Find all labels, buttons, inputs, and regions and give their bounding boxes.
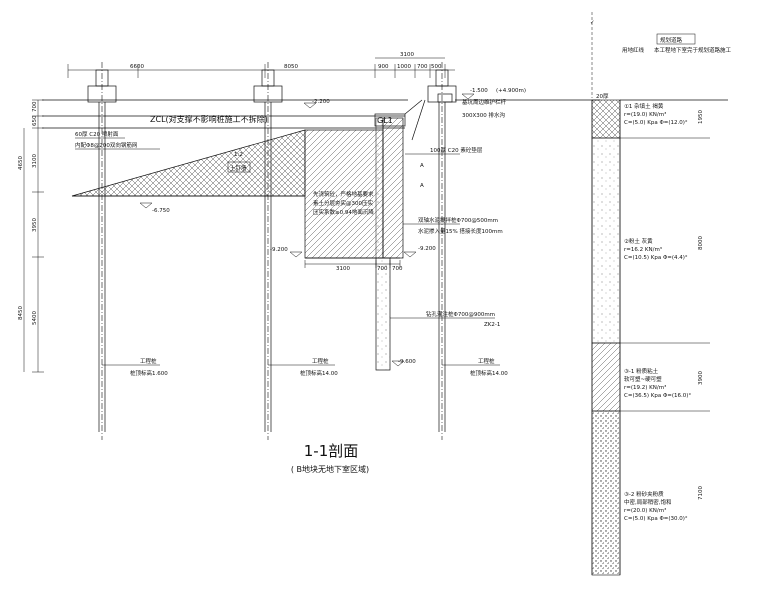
dim-700: 700 [417,64,428,70]
stratum-1-name: ①1 杂填土 褐黄 [624,102,664,110]
stratum-3-name: ③-1 粉质粘土 [624,367,659,375]
stratum-1-fill [591,99,621,139]
mixing-pile-wall [382,117,404,259]
backfill-block [304,129,384,259]
pile-b-length: 桩顶标高14.00 [300,369,338,377]
elev-9200-right: -9.200 [418,246,436,252]
gl1-label: GL1 [377,116,393,125]
pile-c-label: 工程桩 [478,357,495,365]
stratum-4-sub: 中密,局部稍密,饱和 [624,498,672,506]
section-subtitle: ( B地块无地下室区域) [291,464,369,474]
stratum-2-thk: 8000 [698,236,704,250]
elev-9200-left: -9.200 [270,247,288,253]
pile-left [87,62,117,440]
road-box-label: 规划道路 [660,36,683,44]
pile-b-label: 工程桩 [312,357,329,365]
wall-top-slope [404,99,423,115]
section-mark-a2: A [420,183,424,189]
mesh-label: 60厚 C20 喷射面 [75,130,119,138]
slope-ratio: 1:2 [234,152,243,158]
bored-pile [375,257,391,371]
stratum-1-gamma: r=(19.0) KN/m³ [624,111,666,118]
dim-8050: 8050 [284,64,298,70]
dim-5400-left: 5400 [32,311,38,325]
stratum-4-fill [591,410,621,576]
dim-500: 500 [431,64,442,70]
bottom-dims: 3100 700 700 [304,260,403,272]
stratum-1-thk: 1950 [698,110,704,124]
svg-text:✓: ✓ [590,20,595,26]
road-note: 本工程地下室完于规划道路施工 [654,46,732,54]
retaining-slope [411,99,426,141]
elevation-markers: -2.200 -1.500 (+4.900m) -6.750 -9.200 -9… [139,88,526,367]
stratum-3-sub: 软可塑~硬可塑 [624,375,662,383]
dim-3950-left: 3950 [32,218,38,232]
cement-label: 水泥掺入量15% 搭接长度100mm [418,227,503,235]
stratum-3-fill [591,342,621,412]
stratum-3-c: C=(36.5) Kpa Φ=(16.0)° [624,393,691,399]
stratum-1-c: C=(5.0) Kpa Φ=(12.0)° [624,120,688,126]
elev-6750: -6.750 [152,208,170,214]
pile-c-length: 桩顶标高14.00 [470,369,508,377]
crown-beam-gl1 [374,113,406,127]
dim-8450-left: 8450 [18,306,24,320]
section-title: 1-1剖面 [304,442,359,460]
left-dimension-chain: 700 650 4650 3100 3950 8450 5400 [18,99,44,373]
dim-650-left: 650 [32,115,38,126]
stratum-3-thk: 3900 [698,371,704,385]
cushion-label: 100厚 C20 素砼垫层 [430,146,483,154]
drain-label: 300X300 排水沟 [462,111,506,119]
stratum-4-c: C=(5.0) Kpa Φ=(30.0)° [624,516,688,522]
elev-1500: -1.500 [470,88,488,94]
stratum-2-gamma: r=16.2 KN/m³ [624,246,662,253]
dim-3100-bottom: 3100 [336,266,350,272]
rebar-label: 内配Φ8@200双向钢筋网 [75,141,138,149]
annotations: ZCL(对支撑不影响桩施工不拆除) GL1 60厚 C20 喷射面 内配Φ8@2… [75,98,508,377]
dim-700-left: 700 [32,101,38,112]
redline-label: 用地红线 [622,46,645,54]
dim-700-a: 700 [377,266,388,272]
zcl-label: ZCL(对支撑不影响桩施工不拆除) [150,114,268,124]
stratum-2-c: C=(10.5) Kpa Φ=(4.4)° [624,255,688,261]
elev-9600: -9.600 [398,359,416,365]
stratum-4-thk: 7100 [698,486,704,500]
stratum-2-fill [591,137,621,344]
dim-3100-left: 3100 [32,154,38,168]
dim-1000: 1000 [397,64,411,70]
elev-2200: -2.200 [312,99,330,105]
fill-note-a: 先浇筑砼，严格地基要求 [313,190,374,198]
drain-ditch [437,93,453,103]
grade-label: 20厚 [596,93,609,100]
stratum-4-name: ③-2 粉砂夹粉质 [624,490,664,498]
fill-note-c: 压实系数≥0.94地面沉降 [313,208,374,216]
fence-label: 基坑周边维护栏杆 [462,98,507,106]
soil-column: ✓ 规划道路 用地红线 本工程地下室完于规划道路施工 20厚 ①1 杂填土 褐黄… [590,12,732,576]
dim-6600: 6600 [130,64,144,70]
pile-a-label: 工程桩 [140,357,157,365]
section-mark-a1: A [420,163,424,169]
bored-pile-upper [375,117,384,259]
jet-pile-label: 双轴水泥搅拌桩Φ700@500mm [418,216,498,224]
zk-label: ZK2-1 [484,322,500,328]
elev-4900: (+4.900m) [496,88,526,94]
dim-900: 900 [378,64,389,70]
excavation-slope [71,129,306,197]
soil-nail-label: 土钉墙 [230,164,247,172]
stratum-4-gamma: r=(20.0) KN/m³ [624,507,666,514]
dim-4650-left: 4650 [18,156,24,170]
top-dimension-line: 6600 8050 3100 900 1000 700 500 [67,52,455,78]
dim-3100-top: 3100 [400,52,414,58]
fill-note-b: 素土分层夯实@300压实 [313,199,373,207]
stratum-2-name: ②粉土 灰黄 [624,237,653,245]
stratum-3-gamma: r=(19.2) KN/m³ [624,384,666,391]
bored-pile-label: 钻孔灌注桩Φ700@900mm [426,310,495,318]
dim-700-b: 700 [392,266,403,272]
pile-a-length: 桩顶标高1.600 [130,369,168,377]
